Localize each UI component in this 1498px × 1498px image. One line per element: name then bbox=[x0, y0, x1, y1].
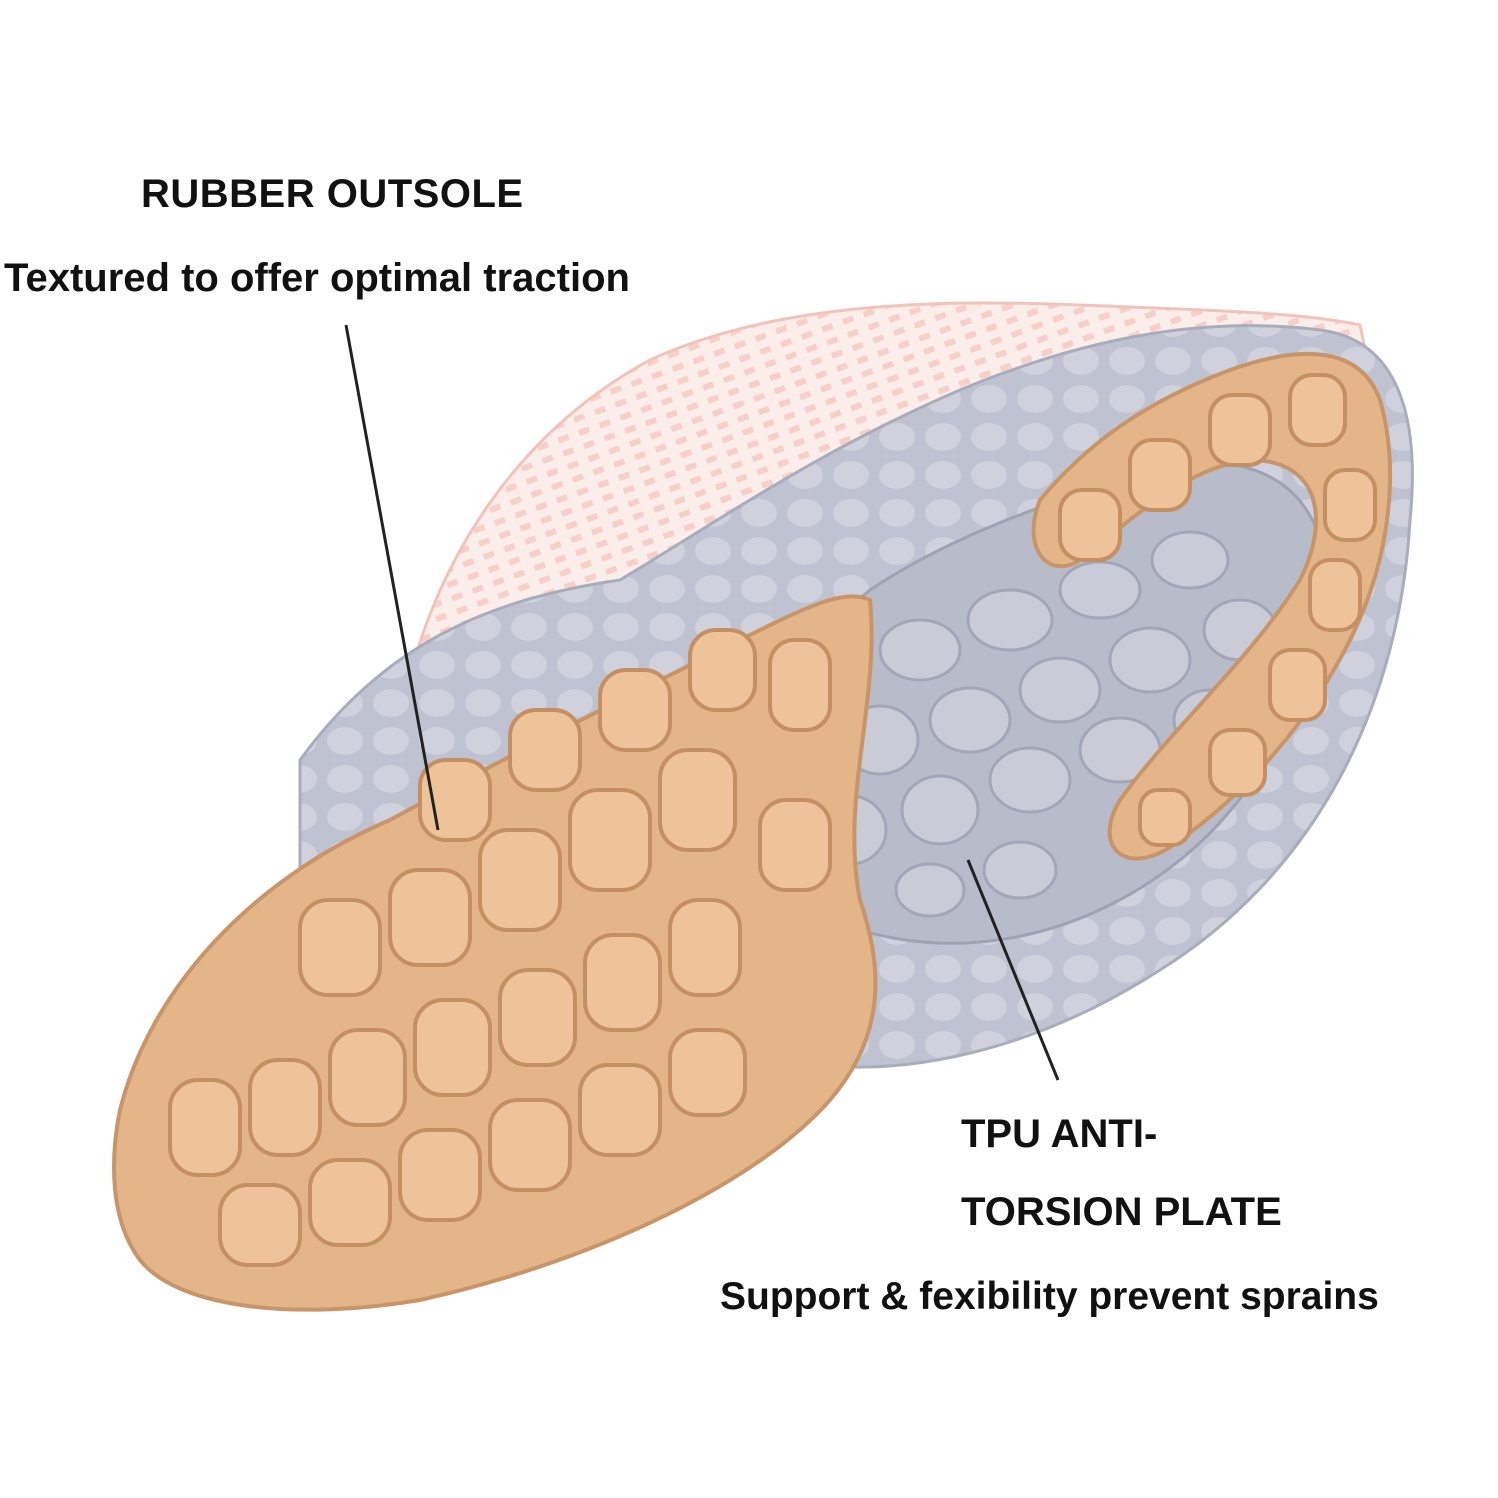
heel-lugs bbox=[1058, 373, 1377, 847]
heel-outsole bbox=[1031, 351, 1392, 861]
outsole-callout-title: RUBBER OUTSOLE bbox=[141, 172, 524, 216]
plate-callout-title-line1: TPU ANTI- bbox=[961, 1112, 1158, 1156]
plate-callout-title-line2: TORSION PLATE bbox=[961, 1190, 1282, 1234]
outsole-leader-line bbox=[344, 324, 440, 831]
plate-callout-subtitle: Support & fexibility prevent sprains bbox=[720, 1275, 1379, 1318]
forefoot-lugs bbox=[168, 628, 832, 1267]
outsole-callout-subtitle: Textured to offer optimal traction bbox=[4, 256, 630, 300]
tpu-leader-line bbox=[966, 859, 1060, 1081]
